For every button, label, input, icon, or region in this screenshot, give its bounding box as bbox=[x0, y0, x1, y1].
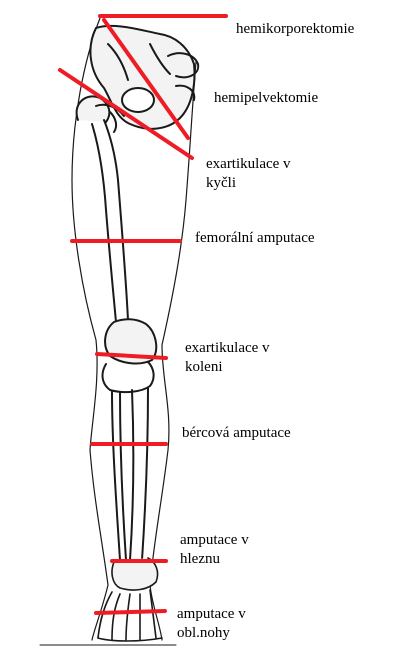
label-hemicorporectomy: hemikorporektomie bbox=[236, 20, 354, 39]
label-hemipelvectomy: hemipelvektomie bbox=[214, 89, 318, 108]
label-femoral-amputation: femorální amputace bbox=[195, 229, 315, 248]
label-hip-disarticulation: exartikulace v kyčli bbox=[206, 155, 291, 193]
label-knee-disarticulation: exartikulace v koleni bbox=[185, 339, 270, 377]
cut-line-foot bbox=[96, 611, 165, 613]
tibia-fibula-bones bbox=[112, 388, 148, 560]
label-ankle-amputation: amputace v hleznu bbox=[180, 531, 249, 569]
label-transtibial-amputation: bércová amputace bbox=[182, 424, 291, 443]
label-foot-amputation: amputace v obl.nohy bbox=[177, 605, 246, 643]
